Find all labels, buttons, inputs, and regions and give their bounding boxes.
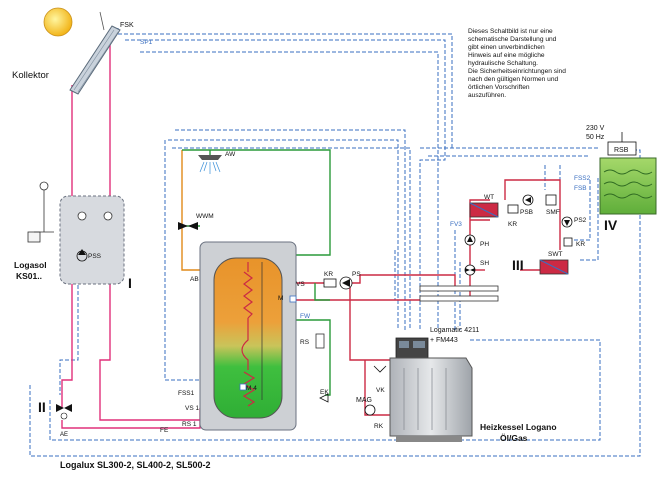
- roman-numeral-3: III: [512, 257, 524, 273]
- swt-label: SWT: [548, 251, 562, 258]
- note-line: örtlichen Vorschriften: [468, 84, 530, 91]
- fsb-label: FSB: [574, 185, 587, 192]
- heizkessel-label-line2: Öl/Gas: [500, 433, 528, 443]
- fsk-label: FSK: [120, 22, 134, 29]
- fe-label: FE: [160, 427, 169, 434]
- kr2-label: KR: [508, 221, 517, 228]
- note-line: Hinweis auf eine mögliche: [468, 52, 545, 59]
- shower-icon: [198, 155, 222, 174]
- sensor-m4: [239, 383, 247, 391]
- heat-exchanger-wt: [469, 202, 499, 218]
- storage-tank: [199, 241, 297, 431]
- safety-valve-icon: [373, 365, 387, 373]
- roman-numeral-1: I: [128, 275, 132, 291]
- drain-valve-icon: [319, 393, 329, 403]
- filter-smf-icon: [545, 194, 557, 206]
- vs1-label: VS 1: [185, 405, 199, 412]
- logamatic-label-line2: + FM443: [430, 337, 458, 344]
- boiler-logano: [389, 337, 473, 442]
- return-distributor: [419, 295, 499, 302]
- ek-label: EK: [320, 389, 329, 396]
- note-line: nach den gültigen Normen und: [468, 76, 559, 83]
- kr1-label: KR: [324, 271, 333, 278]
- rs1-label: RS 1: [182, 421, 197, 428]
- note-line: auszuführen.: [468, 92, 507, 99]
- ps2-label: PS2: [574, 217, 587, 224]
- mag-label: MAG: [356, 397, 372, 404]
- logasol-station: [59, 195, 125, 285]
- solar-collector-panel: [69, 11, 121, 95]
- voltage-label: 230 V: [586, 125, 605, 132]
- ae-label: AE: [60, 432, 68, 438]
- note-line: Dieses Schaltbild ist nur eine: [468, 28, 553, 35]
- fss2-label: FSS2: [574, 175, 591, 182]
- pss-label: PSS: [88, 253, 102, 260]
- disclaimer-note: Dieses Schaltbild ist nur eine schematis…: [468, 28, 618, 100]
- heizkessel-label-line1: Heizkessel Logano: [480, 422, 557, 432]
- fv3-label: FV3: [450, 221, 462, 228]
- roman-numeral-2: II: [38, 399, 46, 415]
- logasol-label-line1: Logasol: [14, 260, 47, 270]
- pump-ps2-icon: [561, 216, 573, 228]
- pump-ps-icon: [339, 276, 353, 290]
- m4-label: M 4: [246, 385, 257, 392]
- wwm-label: WWM: [196, 213, 214, 220]
- rk-label: RK: [374, 423, 384, 430]
- sun-icon: [43, 7, 73, 37]
- sensor-m: [289, 295, 297, 303]
- frequency-label: 50 Hz: [586, 134, 605, 141]
- m-upper-label: M: [278, 295, 283, 302]
- vs-label: VS: [296, 281, 305, 288]
- vk-label: VK: [376, 387, 385, 394]
- check-valve-kr-icon: [323, 278, 337, 288]
- note-line: schematische Darstellung und: [468, 36, 557, 43]
- smf-label: SMF: [546, 209, 560, 216]
- psb-label: PSB: [520, 209, 533, 216]
- aw-label: AW: [225, 151, 236, 158]
- logasol-label-line2: KS01..: [16, 271, 42, 281]
- logalux-label: Logalux SL300-2, SL400-2, SL500-2: [60, 460, 211, 470]
- anode-icon: [315, 333, 325, 349]
- pump-psb-icon: [522, 194, 534, 206]
- check-valve-kr3-icon: [563, 237, 573, 247]
- roman-numeral-4: IV: [604, 217, 618, 233]
- mixing-valve-icon: [178, 222, 198, 230]
- rsb-label: RSB: [614, 147, 629, 154]
- note-line: Die Sicherheitseinrichtungen sind: [468, 68, 566, 75]
- heat-exchanger-swt: [539, 259, 569, 275]
- heating-distributor: [419, 285, 499, 292]
- check-valve-kr2-icon: [507, 204, 519, 214]
- ab-label: AB: [190, 276, 199, 283]
- ph-label: PH: [480, 241, 489, 248]
- kr3-label: KR: [576, 241, 585, 248]
- sp1-label: SP1: [140, 39, 153, 46]
- rs-label: RS: [300, 339, 310, 346]
- mixer-sh-icon: [464, 264, 476, 276]
- fw-label: FW: [300, 313, 311, 320]
- expansion-tank-mag-icon: [364, 404, 376, 416]
- note-line: hydraulische Schaltung.: [468, 60, 539, 67]
- swimming-pool: [599, 157, 657, 215]
- three-way-valve-icon: [56, 404, 72, 420]
- sh-label: SH: [480, 260, 489, 267]
- expansion-vessel-icon: [27, 181, 54, 243]
- logamatic-label-line1: Logamatic 4211: [430, 327, 479, 334]
- collector-label: Kollektor: [12, 70, 49, 81]
- fss1-label: FSS1: [178, 390, 195, 397]
- ps-label: PS: [352, 271, 361, 278]
- pump-ph-icon: [464, 234, 476, 246]
- note-line: gibt einen unverbindlichen: [468, 44, 545, 51]
- wt-label: WT: [484, 194, 494, 201]
